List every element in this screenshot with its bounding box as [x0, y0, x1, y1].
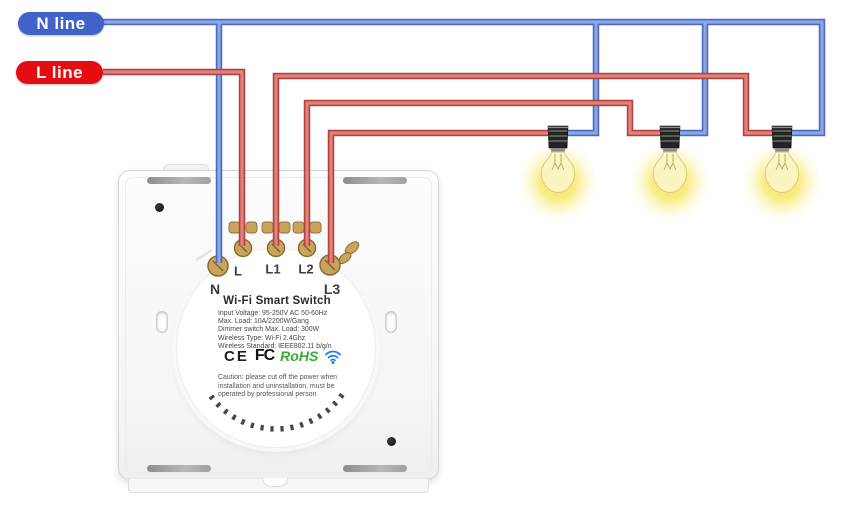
spec-line: Wireless Type: Wi-Fi 2.4Ghz: [218, 334, 306, 342]
ce-mark: CE: [224, 347, 249, 365]
light-bulb-2: [622, 125, 718, 230]
mounting-slot-bottom-right: [343, 465, 407, 472]
module-title: Wi-Fi Smart Switch: [223, 295, 331, 307]
spec-line: Wireless Standard: IEEE802.11 b/g/n: [218, 342, 332, 350]
terminal-label-l: L: [234, 263, 242, 279]
light-bulb-1: [510, 125, 606, 230]
caution-line: Caution: please cut off the power when: [218, 374, 338, 381]
mounting-slot-bottom-left: [147, 465, 211, 472]
screw-hole-top-left: [155, 203, 164, 212]
caution-line: operated by professional person: [218, 391, 317, 399]
wifi-icon: [324, 349, 342, 364]
module-specs: Input Voltage: 95-250V AC 50-60Hz Max. L…: [218, 310, 354, 351]
side-slot-left: [156, 311, 168, 333]
fcc-mark: FC: [254, 347, 275, 364]
side-slot-right: [385, 311, 397, 333]
module-caution-text: Caution: please cut off the power when i…: [218, 374, 358, 400]
spec-line: Input Voltage: 95-250V AC 50-60Hz: [218, 310, 328, 317]
certification-row: CE FC RoHS: [224, 345, 354, 367]
mounting-slot-top-right: [343, 177, 407, 184]
caution-line: installation and uninstallation, must be: [218, 382, 335, 390]
l-line-legend: L line: [16, 61, 103, 84]
mounting-slot-top-left: [147, 177, 211, 184]
n-line-label: N line: [36, 13, 86, 33]
terminal-label-n: N: [209, 281, 221, 297]
light-bulb-3: [734, 125, 830, 230]
terminal-label-l2: L2: [298, 261, 314, 277]
rohs-mark: RoHS: [280, 348, 319, 364]
screw-hole-bottom-right: [387, 437, 396, 446]
terminal-label-l3: L3: [323, 281, 341, 297]
n-line-legend: N line: [18, 12, 104, 35]
l-line-label: L line: [35, 62, 84, 82]
terminal-label-l1: L1: [265, 261, 281, 277]
spec-line: Max. Load: 10A/2200W/Gang: [218, 318, 309, 326]
spec-line: Dimmer switch Max. Load: 300W: [218, 326, 320, 334]
